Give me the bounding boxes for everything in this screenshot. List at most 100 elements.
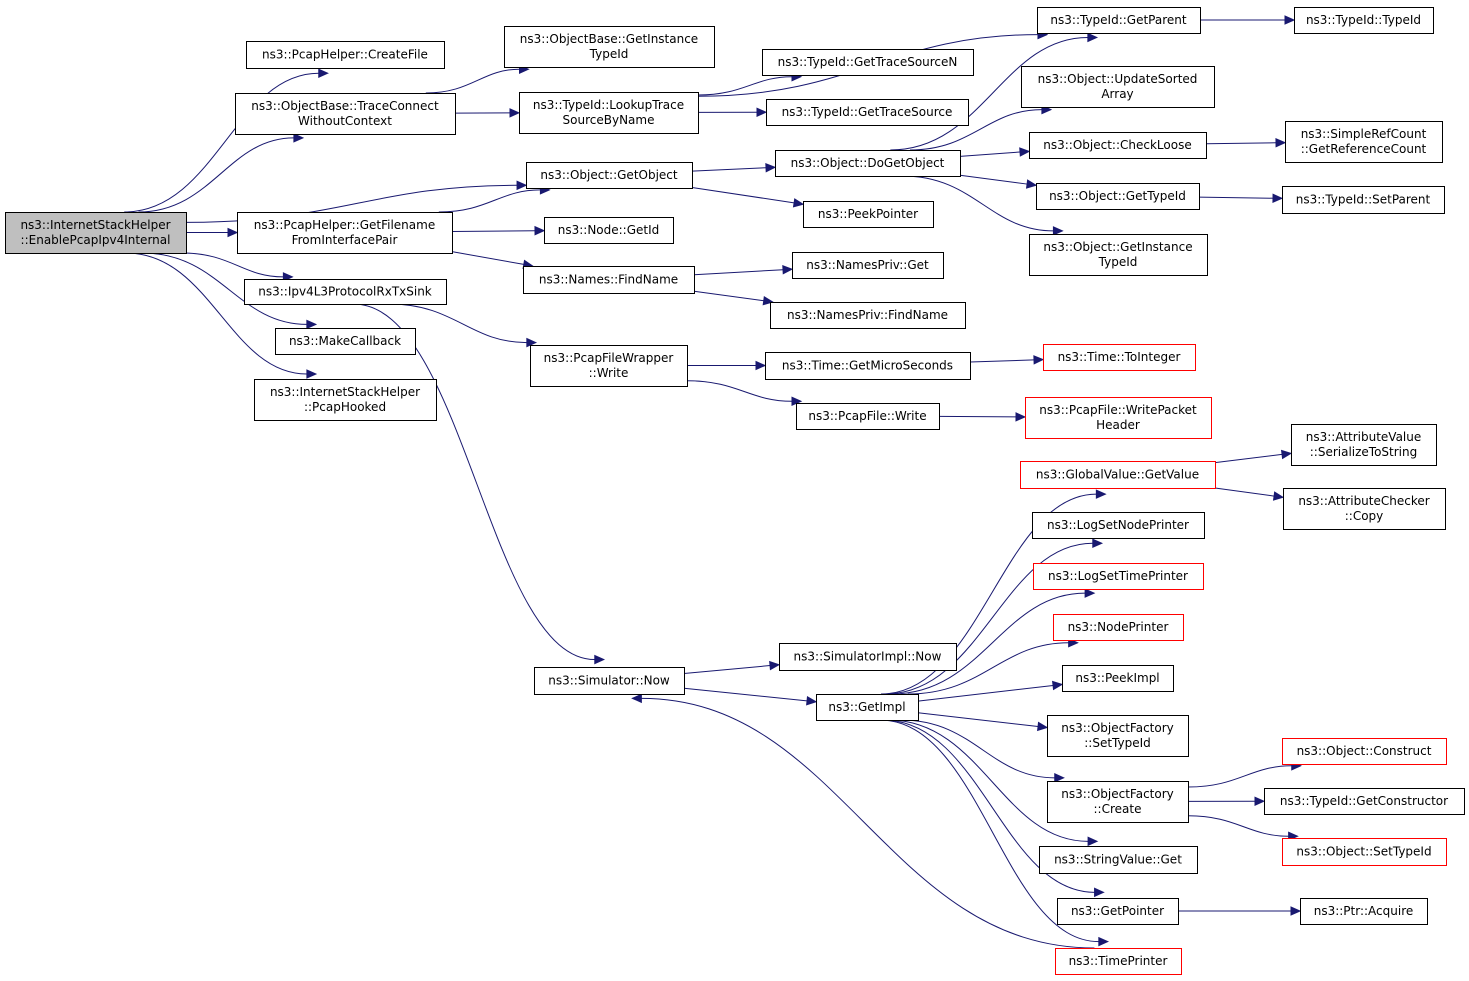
edge-arrowhead [755,360,767,371]
node-label: ns3::Object::GetTypeId [1049,189,1186,203]
edge-line [884,542,1093,695]
node-checkloose[interactable]: ns3::Object::CheckLoose [1029,132,1207,159]
node-box [1282,186,1445,214]
node-box [244,279,447,305]
node-label: ::Create [1094,802,1142,816]
edge-getimpl-to-timeprinter [879,719,1110,947]
edge-line [907,642,1069,695]
node-label: ns3::ObjectBase::GetInstance [520,32,698,46]
edge-pcapfilewrapper-to-getmicro [687,360,767,371]
node-makecallback[interactable]: ns3::MakeCallback [275,328,416,355]
node-label: ns3::TypeId::TypeId [1306,13,1421,27]
node-box [1282,838,1447,866]
edge-arrowhead [1272,193,1284,203]
node-box [1029,132,1207,159]
node-peekimpl[interactable]: ns3::PeekImpl [1062,665,1174,692]
node-ipv4sink[interactable]: ns3::Ipv4L3ProtocolRxTxSink [244,279,447,305]
node-tointeger[interactable]: ns3::Time::ToInteger [1043,344,1196,371]
node-nodeprinter[interactable]: ns3::NodePrinter [1053,614,1184,641]
node-box [803,201,934,228]
node-stringvalueget[interactable]: ns3::StringValue::Get [1039,846,1198,874]
node-box [1043,344,1196,371]
node-label: ns3::PeekPointer [818,207,918,221]
node-root[interactable]: ns3::InternetStackHelper::EnablePcapIpv4… [5,212,187,254]
node-checkercopy[interactable]: ns3::AttributeChecker::Copy [1283,488,1446,530]
edge-arrowhead [1037,721,1049,732]
edge-root-to-getfilename [186,227,239,238]
node-objgettypeid[interactable]: ns3::Object::GetTypeId [1036,183,1200,210]
node-getmicro[interactable]: ns3::Time::GetMicroSeconds [765,352,971,380]
node-label: ns3::MakeCallback [289,334,401,348]
node-box [526,162,693,189]
node-settypeid_factory[interactable]: ns3::ObjectFactory::SetTypeId [1047,715,1189,757]
node-traceconnect[interactable]: ns3::ObjectBase::TraceConnectWithoutCont… [235,93,456,135]
node-label: ::PcapHooked [304,400,386,414]
node-getobject[interactable]: ns3::Object::GetObject [526,162,693,189]
node-simnow[interactable]: ns3::Simulator::Now [534,667,685,695]
node-getconstructor[interactable]: ns3::TypeId::GetConstructor [1264,788,1465,815]
edge-line [451,230,536,232]
edge-getpointer-to-ptracquire [1178,906,1302,916]
node-gettracesourcen[interactable]: ns3::TypeId::GetTraceSourceN [762,49,974,76]
node-ptracquire[interactable]: ns3::Ptr::Acquire [1300,898,1428,925]
node-label: ns3::TypeId::GetParent [1050,13,1186,27]
node-pcapfilewrapper[interactable]: ns3::PcapFileWrapper::Write [530,345,688,387]
node-peekpointer[interactable]: ns3::PeekPointer [803,201,934,228]
node-getparent[interactable]: ns3::TypeId::GetParent [1037,7,1201,34]
node-label: TypeId [589,47,629,61]
edge-factorycreate-to-getconstructor [1187,796,1266,806]
node-box [1300,898,1428,925]
edge-arrowhead [318,68,329,78]
node-gettracesource[interactable]: ns3::TypeId::GetTraceSource [766,99,969,126]
node-nodegetid[interactable]: ns3::Node::GetId [544,217,674,244]
node-simimplnow[interactable]: ns3::SimulatorImpl::Now [779,643,957,671]
node-findname[interactable]: ns3::Names::FindName [523,266,695,294]
node-getimpl[interactable]: ns3::GetImpl [816,694,919,721]
node-setparent[interactable]: ns3::TypeId::SetParent [1282,186,1445,214]
node-label: ns3::SimpleRefCount [1301,127,1427,141]
node-createfile[interactable]: ns3::PcapHelper::CreateFile [246,41,445,69]
edge-getobject-to-dogetobject [691,162,777,173]
edge-arrowhead [516,180,528,191]
node-getpointer[interactable]: ns3::GetPointer [1057,898,1179,925]
node-pcaphooked[interactable]: ns3::InternetStackHelper::PcapHooked [254,379,437,421]
node-label: ::SerializeToString [1310,445,1418,459]
edge-line [1214,453,1283,464]
edge-root-to-createfile [124,68,329,213]
edge-getmicro-to-tointeger [969,355,1045,365]
edge-findname-to-namesprivfind [693,290,774,306]
node-serializetostring[interactable]: ns3::AttributeValue::SerializeToString [1291,424,1437,466]
node-namesprivget[interactable]: ns3::NamesPriv::Get [792,252,944,279]
edge-arrowhead [806,696,818,706]
node-namesprivfind[interactable]: ns3::NamesPriv::FindName [770,302,966,329]
edge-arrowhead [756,107,768,117]
node-label: ns3::Object::Construct [1297,744,1432,758]
node-typeidtypeid[interactable]: ns3::TypeId::TypeId [1294,7,1434,34]
node-getfilename[interactable]: ns3::PcapHelper::GetFilenameFromInterfac… [237,212,453,254]
edge-line [882,719,1095,893]
node-label: ns3::Node::GetId [558,223,660,237]
edge-line [142,252,307,325]
edge-arrowhead [1087,32,1099,43]
node-box [1282,738,1447,765]
node-label: ns3::LogSetNodePrinter [1047,518,1189,532]
node-factorycreate[interactable]: ns3::ObjectFactory::Create [1047,781,1189,823]
node-dogetobject[interactable]: ns3::Object::DoGetObject [775,150,961,177]
node-objsettypeid[interactable]: ns3::Object::SetTypeId [1282,838,1447,866]
node-globalvalue[interactable]: ns3::GlobalValue::GetValue [1020,461,1216,489]
edge-line [182,252,284,278]
node-logtimeprinter[interactable]: ns3::LogSetTimePrinter [1033,563,1204,590]
node-lognodeprinter[interactable]: ns3::LogSetNodePrinter [1032,512,1205,539]
node-objconstruct[interactable]: ns3::Object::Construct [1282,738,1447,765]
edge-checkloose-to-simplerefcount [1205,137,1287,148]
node-pcapfilewrite[interactable]: ns3::PcapFile::Write [796,403,940,430]
edge-arrowhead [1054,773,1065,783]
node-box [816,694,919,721]
node-timeprinter[interactable]: ns3::TimePrinter [1055,948,1182,975]
node-simplerefcount[interactable]: ns3::SimpleRefCount::GetReferenceCount [1285,121,1443,163]
